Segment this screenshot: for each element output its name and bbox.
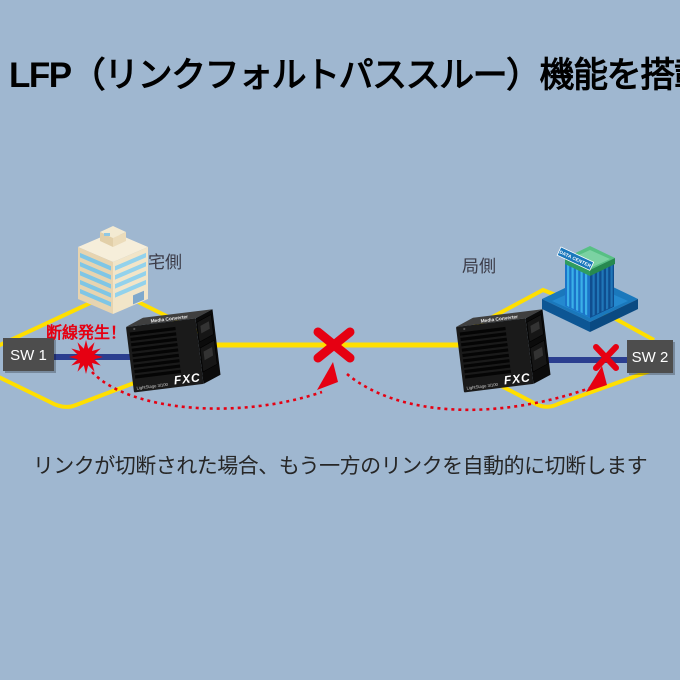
- lfp-arrow-1: [91, 362, 338, 410]
- lfp-arrow-2: [346, 366, 607, 412]
- building-right-face: [113, 246, 148, 314]
- tower-right-face: [590, 258, 614, 318]
- switch2-label: SW 2: [632, 349, 669, 366]
- page-title: LFP（リンクフォルトパススルー）機能を搭載: [9, 56, 680, 95]
- switch1-label: SW 1: [10, 347, 47, 364]
- home-side-label: 宅側: [148, 253, 182, 272]
- office-building: [78, 226, 148, 315]
- caption-text: リンクが切断された場合、もう一方のリンクを自動的に切断します: [32, 455, 648, 478]
- link-break-starburst-icon: [69, 340, 103, 374]
- lan-cut-x-icon: [593, 344, 619, 371]
- switch2-box: SW 2: [627, 340, 675, 375]
- building-left-face: [78, 246, 113, 315]
- arrow-head-icon: [317, 362, 338, 390]
- media-converter-right: [454, 308, 552, 393]
- switch1-box: SW 1: [3, 338, 56, 373]
- media-converter-left: [124, 308, 222, 393]
- fiber-cut-x-icon: [313, 327, 355, 363]
- break-alert-label: 断線発生！: [46, 323, 126, 342]
- office-side-label: 局側: [462, 257, 496, 276]
- arrow-head-icon: [586, 366, 607, 392]
- datacenter-building: DATA CENTER: [542, 246, 638, 332]
